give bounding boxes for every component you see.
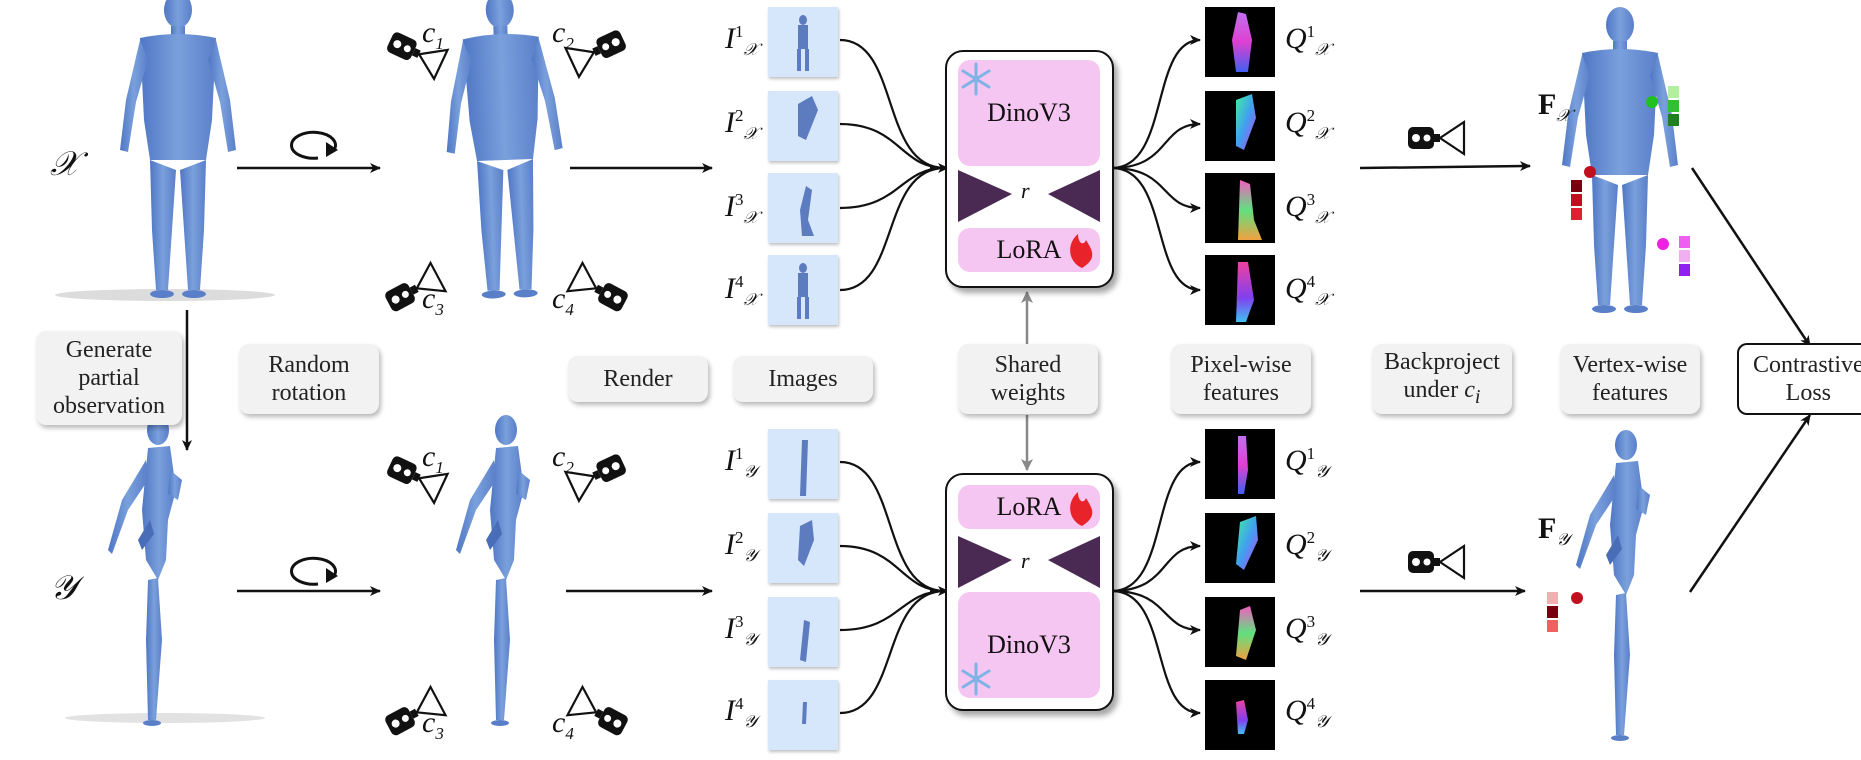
- vertex-feature-symbol-bottom: F𝒴: [1538, 512, 1570, 549]
- flame-icon: [1070, 234, 1093, 268]
- feature-point: [1571, 592, 1583, 604]
- camera-label: c2: [552, 440, 574, 477]
- lora-down-projection: [958, 170, 1012, 222]
- network-to-feature-curves-top: [1111, 35, 1201, 295]
- network-to-feature-curves-bottom: [1111, 457, 1201, 718]
- dino-backbone-bottom: DinoV3: [958, 592, 1100, 698]
- snowflake-icon: [961, 662, 991, 696]
- image-symbol: I1𝒴: [725, 444, 757, 481]
- vertex-wise-label: Vertex-wise features: [1560, 344, 1700, 414]
- camera-label: c1: [422, 16, 444, 53]
- camera-label: c1: [422, 440, 444, 477]
- backproject-arrow-top: [1359, 161, 1531, 172]
- shape-x-symbol: 𝒳: [50, 146, 80, 183]
- camera-label: c3: [422, 282, 444, 319]
- feature-symbol: Q2𝒴: [1285, 528, 1329, 565]
- image-to-network-curves-bottom: [839, 460, 946, 715]
- rank-label: r: [1021, 548, 1030, 573]
- rank-label: r: [1021, 178, 1030, 203]
- thumbnail-silhouettes: [797, 15, 818, 724]
- pixel-wise-label: Pixel-wise features: [1171, 344, 1311, 414]
- images-label: Images: [733, 356, 873, 402]
- rotate-arrow-icon: [326, 568, 338, 583]
- ground-shadow: [65, 713, 265, 723]
- backproject-label: Backproject under ci: [1372, 344, 1512, 414]
- generate-partial-label: Generate partial observation: [36, 331, 182, 425]
- rotate-arrow-icon: [326, 142, 338, 157]
- rotate-arrow-icon: [290, 556, 337, 586]
- loss-arrow-bottom: [1688, 414, 1812, 593]
- feature-point: [1646, 96, 1658, 108]
- feature-symbol: Q1𝒴: [1285, 444, 1329, 481]
- feature-symbol: Q4𝒴: [1285, 694, 1329, 731]
- feature-point: [1657, 238, 1669, 250]
- rotate-arrow-icon: [290, 130, 337, 160]
- camera-label: c4: [552, 282, 574, 319]
- lora-down-projection: [958, 536, 1012, 588]
- feature-point: [1584, 166, 1596, 178]
- image-to-network-curves-top: [839, 38, 946, 292]
- image-symbol: I4𝒳: [725, 272, 759, 309]
- feature-symbol: Q4𝒳: [1285, 272, 1330, 309]
- image-symbol: I4𝒴: [725, 694, 757, 731]
- shared-weights-label: Shared weights: [958, 344, 1098, 414]
- vertex-feature-symbol-top: F𝒳: [1538, 88, 1571, 125]
- feature-symbol: Q1𝒳: [1285, 22, 1330, 59]
- lora-up-projection: [1048, 536, 1100, 588]
- dino-backbone-top: DinoV3: [958, 60, 1100, 166]
- feature-symbol: Q3𝒴: [1285, 612, 1329, 649]
- camera-label: c2: [552, 16, 574, 53]
- camera-label: c3: [422, 706, 444, 743]
- image-symbol: I2𝒴: [725, 528, 757, 565]
- image-symbol: I2𝒳: [725, 106, 759, 143]
- image-symbol: I1𝒳: [725, 22, 759, 59]
- feature-symbol: Q3𝒳: [1285, 190, 1330, 227]
- feature-symbol: Q2𝒳: [1285, 106, 1330, 143]
- image-symbol: I3𝒳: [725, 190, 759, 227]
- camera-label: c4: [552, 706, 574, 743]
- random-rotation-label: Random rotation: [239, 344, 379, 414]
- snowflake-icon: [961, 62, 991, 96]
- loss-arrow-top: [1690, 167, 1812, 347]
- lora-up-projection: [1048, 170, 1100, 222]
- lora-adapter-bottom: LoRA: [958, 485, 1100, 529]
- render-label: Render: [568, 356, 708, 402]
- flame-icon: [1070, 492, 1093, 526]
- shape-y-symbol: 𝒴: [50, 570, 77, 607]
- contrastive-loss-label: Contrastive Loss: [1737, 343, 1861, 415]
- image-symbol: I3𝒴: [725, 612, 757, 649]
